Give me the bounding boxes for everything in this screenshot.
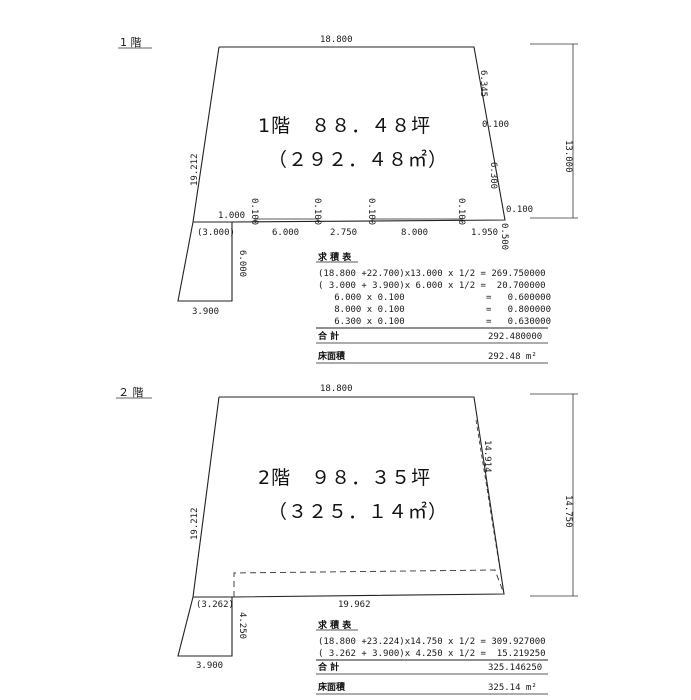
- f2-table-heading: 求 積 表: [318, 619, 352, 631]
- floor2-label: ２ 階: [118, 385, 144, 399]
- floor2-area-m2: （３２５．１４㎡）: [268, 500, 448, 523]
- floor2-outline: [177, 396, 505, 657]
- f1-dim-right-6300: 6.300: [488, 162, 498, 189]
- f1-table-row-5: 6.300 x 0.100 = 0.630000: [318, 317, 551, 327]
- f2-table-total-label: 合 計: [318, 661, 339, 673]
- floor1-label: 1 階: [120, 35, 142, 49]
- f1-dim-b-3000: (3.000): [197, 228, 235, 238]
- f2-table-floor-area-value: 325.14 m²: [488, 683, 537, 693]
- f2-dim-b-3262: (3.262): [196, 600, 234, 610]
- f1-dim-b-1000: 1.000: [218, 211, 245, 221]
- f1-table-total-label: 合 計: [318, 330, 339, 342]
- f1-dim-b-1950: 1.950: [471, 228, 498, 238]
- f2-table-floor-area-label: 床面積: [318, 681, 346, 693]
- f1-dim-b-8000: 8.000: [401, 228, 428, 238]
- f2-table-row-2: ( 3.262 + 3.900)x 4.250 x 1/2 = 15.21925…: [318, 649, 546, 659]
- f1-dim-top: 18.800: [320, 35, 353, 45]
- f2-dim-diag-right: 14.914: [482, 440, 492, 473]
- floor1-step-b: [371, 218, 463, 222]
- floor1-outline: [177, 46, 506, 302]
- f1-dim-b-100b: 0.100: [312, 198, 322, 225]
- floor1-area-m2: （２９２．４８㎡）: [268, 148, 448, 171]
- f1-table-floor-area-label: 床面積: [318, 350, 346, 362]
- f1-table-floor-area-value: 292.48 m²: [488, 352, 537, 362]
- f1-table-total-value: 292.480000: [488, 332, 542, 342]
- f2-dim-right-height: 14.750: [563, 495, 573, 528]
- f1-dim-b-500: 0.500: [499, 223, 509, 250]
- f2-table-row-1: (18.800 +23.224)x14.750 x 1/2 = 309.9270…: [318, 637, 546, 647]
- floor2-area-table: 求 積 表 (18.800 +23.224)x14.750 x 1/2 = 30…: [316, 619, 548, 695]
- f1-dim-b-100d: 0.100: [456, 198, 466, 225]
- floor1-area-table: 求 積 表 (18.800 +22.700)x13.000 x 1/2 = 26…: [316, 251, 551, 364]
- floor2-dashed-outline: [233, 569, 505, 597]
- f1-dim-ext-3900: 3.900: [192, 307, 219, 317]
- f2-dim-b-19962: 19.962: [338, 600, 371, 610]
- f1-table-row-1: (18.800 +22.700)x13.000 x 1/2 = 269.7500…: [318, 269, 546, 279]
- f2-dim-left-diag: 19.212: [190, 507, 200, 540]
- f1-dim-b-100a: 0.100: [249, 198, 259, 225]
- f1-dim-b-6000: 6.000: [272, 228, 299, 238]
- f1-dim-ext-6000: 6.000: [237, 250, 247, 277]
- f1-table-heading: 求 積 表: [318, 251, 352, 263]
- floor2-group: ２ 階 18.800 14.750 14.914 19.212 (3.262) …: [116, 384, 578, 695]
- floor2-area-tsubo: 2階 ９８．３５坪: [258, 467, 431, 489]
- floor1-group: 1 階 18.800 13.000 6.345 0.100 6.300 0.10…: [118, 35, 578, 364]
- f1-table-row-4: 8.000 x 0.100 = 0.800000: [318, 305, 551, 315]
- f1-dim-right-height: 13.000: [563, 140, 573, 173]
- f1-dim-right-100b: 0.100: [506, 205, 533, 215]
- f1-dim-right-100a: 0.100: [482, 120, 509, 130]
- floor1-area-tsubo: 1階 ８８．４８坪: [258, 115, 431, 137]
- floor1-step-a: [254, 218, 319, 222]
- f1-dim-diag-right: 6.345: [478, 70, 488, 97]
- f2-dim-top: 18.800: [320, 384, 353, 394]
- f1-dim-b-100c: 0.100: [366, 198, 376, 225]
- f2-dim-ext-4250: 4.250: [237, 612, 247, 639]
- f1-table-row-3: 6.000 x 0.100 = 0.600000: [318, 293, 551, 303]
- f1-dim-left-diag: 19.212: [190, 153, 200, 186]
- f1-table-row-2: ( 3.000 + 3.900)x 6.000 x 1/2 = 20.70000…: [318, 281, 546, 291]
- f1-dim-b-2750: 2.750: [330, 228, 357, 238]
- f2-dim-ext-3900: 3.900: [196, 661, 223, 671]
- f2-table-total-value: 325.146250: [488, 663, 542, 673]
- floor2-dashed-diag: [475, 419, 501, 571]
